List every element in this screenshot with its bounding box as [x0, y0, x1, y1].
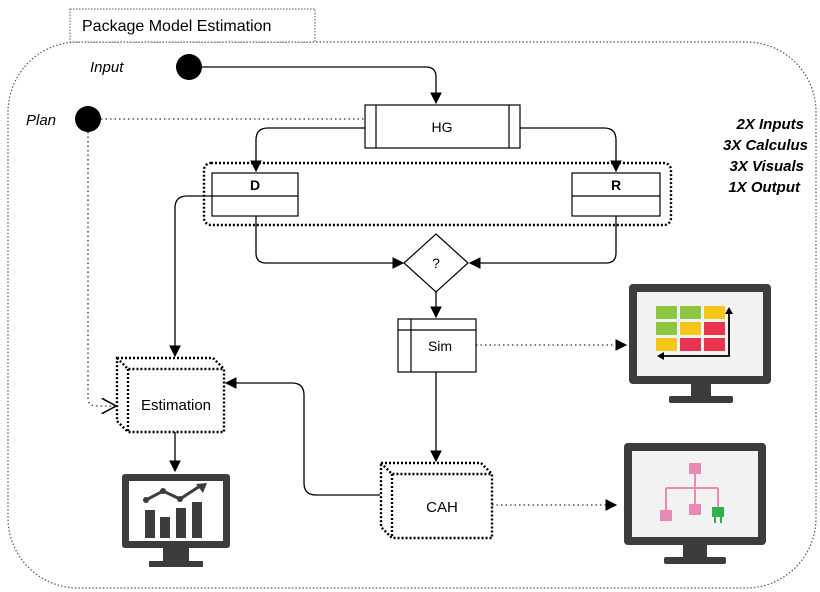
edge-d-estimation [169, 195, 212, 358]
d-node: D [211, 172, 299, 217]
d-label: D [250, 177, 260, 193]
summary-item: 2X Inputs [735, 116, 804, 133]
hg-node: HG [364, 104, 521, 149]
risk-matrix-monitor-icon [629, 284, 771, 403]
r-node: R [571, 172, 661, 217]
edge-plan-estimation [87, 132, 116, 406]
estimation-label: Estimation [141, 397, 211, 414]
summary-item: 3X Calculus [723, 137, 808, 154]
sim-label: Sim [428, 338, 452, 354]
bar-chart-monitor-icon [122, 474, 230, 567]
outer-container [7, 41, 817, 589]
input-node [176, 54, 202, 80]
plan-label: Plan [26, 112, 56, 129]
edge-cah-estimation [224, 377, 380, 496]
input-label: Input [90, 59, 124, 76]
title-tab [69, 8, 316, 43]
edge-hg-d [250, 127, 365, 173]
cah-node: CAH [379, 461, 494, 540]
hg-label: HG [432, 119, 453, 135]
edge-input-hg [202, 66, 442, 105]
edge-hg-r [520, 127, 622, 173]
dr-group [202, 161, 673, 227]
estimation-node: Estimation [115, 356, 226, 434]
summary-list: 2X Inputs 3X Calculus 3X Visuals 1X Outp… [723, 116, 808, 196]
summary-item: 3X Visuals [730, 158, 805, 175]
edge-r-decision [468, 216, 617, 269]
hierarchy-monitor-icon [624, 443, 766, 564]
sim-node: Sim [397, 318, 477, 373]
page-title: Package Model Estimation [82, 18, 271, 35]
plan-node [75, 106, 101, 132]
decision-label: ? [432, 255, 440, 271]
r-label: R [611, 177, 621, 193]
edge-d-decision [255, 216, 405, 269]
cah-label: CAH [426, 499, 458, 516]
summary-item: 1X Output [728, 179, 801, 196]
decision-node: ? [403, 233, 469, 293]
